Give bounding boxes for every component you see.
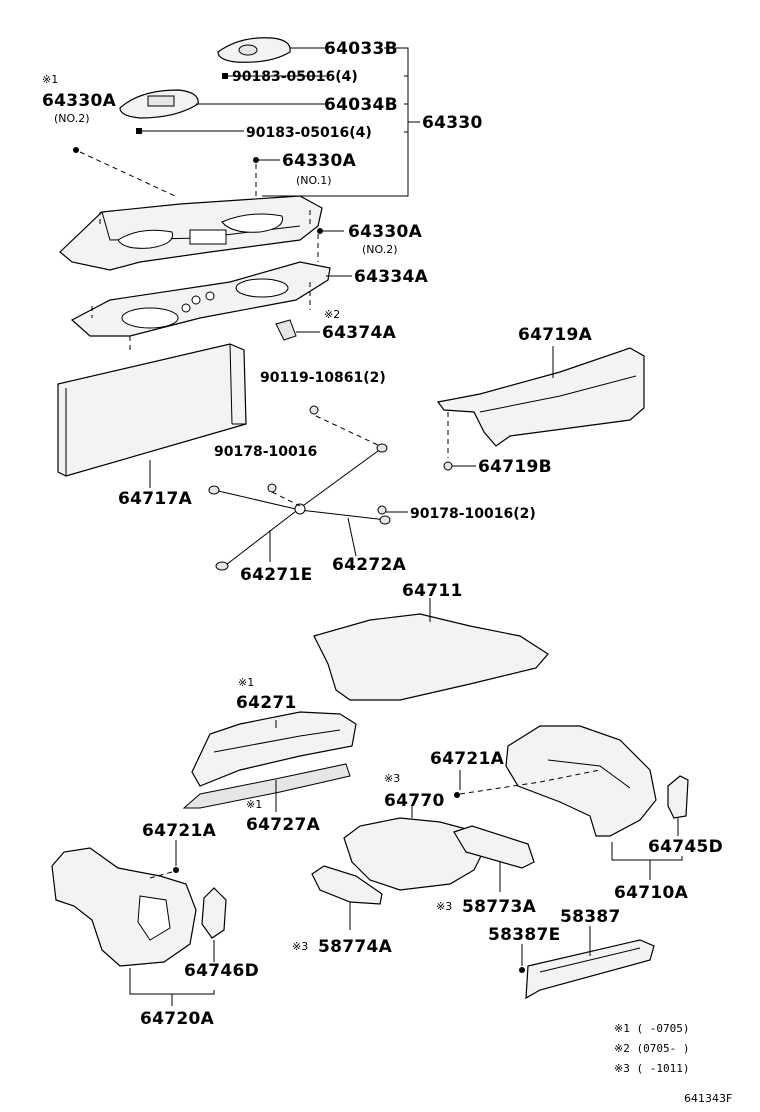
insulator-64334A	[70, 261, 331, 337]
label-64271E: 64271E	[240, 565, 313, 585]
cover-64034B	[119, 89, 199, 119]
label-58387E: 58387E	[488, 925, 561, 945]
label-64374A: 64374A	[322, 323, 397, 343]
note-64330A-right: (NO.2)	[362, 243, 398, 256]
cover-64746D	[201, 887, 227, 939]
mark-64330A-left: ※1	[42, 73, 58, 86]
label-64719B: 64719B	[478, 457, 552, 477]
label-64727A: 64727A	[246, 815, 321, 835]
label-90119: 90119-10861(2)	[260, 370, 386, 386]
mat-58773A	[453, 825, 535, 869]
legend-note-3: ※3 ( -1011)	[614, 1062, 689, 1075]
bracket-64374A	[275, 319, 297, 341]
mark-64271: ※1	[238, 676, 254, 689]
label-64721A-left: 64721A	[142, 821, 217, 841]
cover-64033B	[217, 37, 291, 63]
label-64710A: 64710A	[614, 883, 689, 903]
trunk-lid-trim-64719A	[436, 347, 645, 447]
cover-64745D	[667, 775, 689, 819]
label-64746D: 64746D	[184, 961, 259, 981]
label-90178-b: 90178-10016(2)	[410, 506, 536, 522]
note-64330A-left: (NO.2)	[54, 112, 90, 125]
legend-note-2: ※2 (0705- )	[614, 1042, 689, 1055]
label-64034B: 64034B	[324, 95, 398, 115]
trim-64271	[191, 711, 357, 787]
label-64330A-mid: 64330A	[282, 151, 357, 171]
label-58773A: 58773A	[462, 897, 537, 917]
label-64745D: 64745D	[648, 837, 723, 857]
label-58387: 58387	[560, 907, 621, 927]
mark-64727A: ※1	[246, 798, 262, 811]
label-64330A-left: 64330A	[42, 91, 117, 111]
label-64720A: 64720A	[140, 1009, 215, 1029]
floor-mat-64711	[313, 613, 549, 701]
label-58774A: 58774A	[318, 937, 393, 957]
trim-64727A	[182, 763, 351, 809]
label-64334A: 64334A	[354, 267, 429, 287]
mat-58774A	[311, 865, 383, 905]
diagram-id: 641343F	[684, 1092, 732, 1105]
rods-64272A	[208, 443, 391, 571]
sill-plate-58387	[525, 939, 655, 1000]
panel-64717A	[57, 343, 247, 477]
label-64721A-right: 64721A	[430, 749, 505, 769]
label-64330: 64330	[422, 113, 483, 133]
label-64770: 64770	[384, 791, 445, 811]
label-64711: 64711	[402, 581, 463, 601]
label-64271: 64271	[236, 693, 297, 713]
mark-64770: ※3	[384, 772, 400, 785]
label-64717A: 64717A	[118, 489, 193, 509]
mark-58773A: ※3	[436, 900, 452, 913]
mark-64374A: ※2	[324, 308, 340, 321]
package-tray-trim	[59, 195, 323, 271]
mark-58774A: ※3	[292, 940, 308, 953]
label-90183-b: 90183-05016(4)	[246, 125, 372, 141]
side-trim-64710A	[505, 725, 657, 837]
side-trim-64720A	[51, 847, 197, 967]
label-64330A-right: 64330A	[348, 222, 423, 242]
label-64033B: 64033B	[324, 39, 398, 59]
legend-note-1: ※1 ( -0705)	[614, 1022, 689, 1035]
label-64719A: 64719A	[518, 325, 593, 345]
label-64272A: 64272A	[332, 555, 407, 575]
mat-64770	[343, 817, 485, 891]
note-64330A-mid: (NO.1)	[296, 174, 332, 187]
label-90178-a: 90178-10016	[214, 444, 317, 460]
label-90183-a: 90183-05016(4)	[232, 69, 358, 85]
